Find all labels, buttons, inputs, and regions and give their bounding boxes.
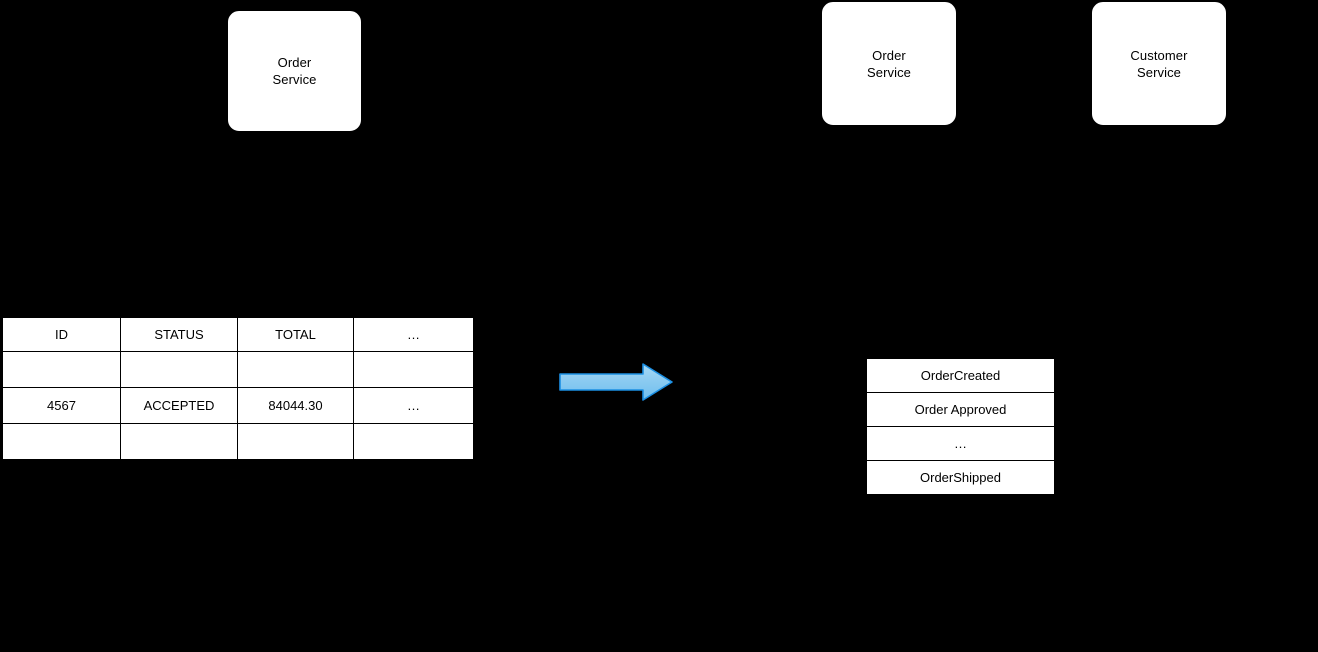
arrow-right-icon [559,363,673,401]
column-header-total: TOTAL [237,317,354,352]
column-header-more: … [353,317,474,352]
cell-status: ACCEPTED [120,387,238,424]
cell-id [2,351,121,388]
cell-more [353,423,474,460]
cell-id [2,423,121,460]
cell-total [237,351,354,388]
cell-id: 4567 [2,387,121,424]
orders-table: ID STATUS TOTAL … 4567 ACCEPTED 84044.30… [2,317,474,460]
cell-more [353,351,474,388]
cell-total [237,423,354,460]
service-box-order-service-left[interactable]: Order Service [228,11,361,131]
event-name: … [866,426,1055,461]
event-name: OrderCreated [866,358,1055,393]
cell-more: … [353,387,474,424]
table-row[interactable] [2,351,474,388]
service-box-label: Customer Service [1130,47,1188,80]
events-list: OrderCreated Order Approved … OrderShipp… [866,358,1055,495]
service-box-label: Order Service [866,47,912,80]
list-item[interactable]: OrderCreated [866,358,1055,393]
cell-status [120,423,238,460]
column-header-status: STATUS [120,317,238,352]
service-box-order-service-right[interactable]: Order Service [822,2,956,125]
cell-status [120,351,238,388]
list-item[interactable]: OrderShipped [866,460,1055,495]
table-row[interactable]: 4567 ACCEPTED 84044.30 … [2,387,474,424]
column-header-id: ID [2,317,121,352]
event-name: OrderShipped [866,460,1055,495]
table-header-row: ID STATUS TOTAL … [2,317,474,352]
list-item[interactable]: … [866,426,1055,461]
service-box-customer-service[interactable]: Customer Service [1092,2,1226,125]
event-name: Order Approved [866,392,1055,427]
list-item[interactable]: Order Approved [866,392,1055,427]
service-box-label: Order Service [272,55,317,87]
cell-total: 84044.30 [237,387,354,424]
table-row[interactable] [2,423,474,460]
